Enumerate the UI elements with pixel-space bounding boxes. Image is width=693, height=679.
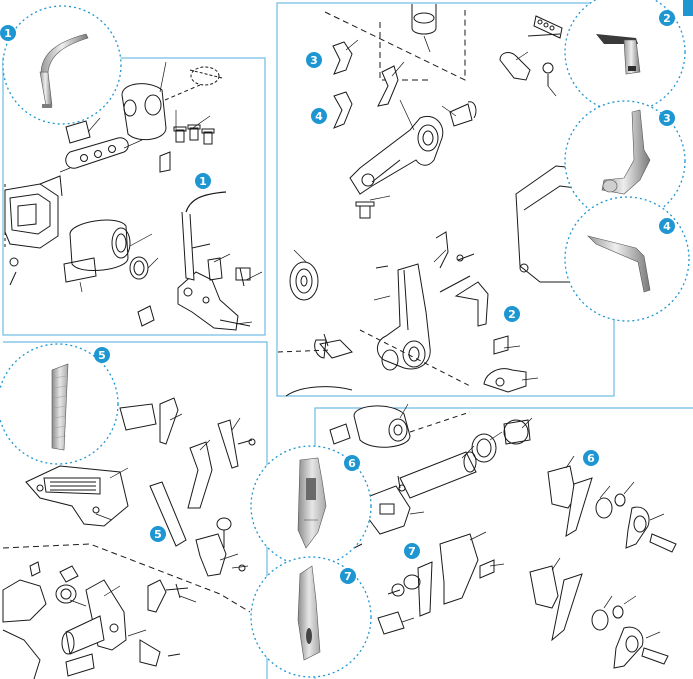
badge-3-diagram-label: 3 (310, 54, 318, 67)
lower-knife-zoom-image (297, 565, 321, 661)
screw-set (159, 124, 215, 173)
callout-4-chain-stitch-looper: 4 4 (311, 108, 690, 322)
edge-tab (683, 0, 693, 16)
panel-bottom-left (3, 341, 268, 679)
leader-lines-panel-3 (69, 413, 249, 637)
panel-top-left (2, 57, 266, 336)
callout-6-lower-knife-holder: 6 6 (250, 445, 599, 567)
leader-lines-panel-4 (399, 403, 665, 639)
badge-5-zoom-label: 5 (98, 349, 106, 362)
badge-4-zoom-label: 4 (663, 220, 671, 233)
group-upper-knife-assembly (2, 397, 256, 679)
upper-looper-zoom-image (596, 34, 641, 75)
badge-7-zoom-label: 7 (344, 570, 352, 583)
badge-4-diagram-label: 4 (315, 110, 323, 123)
badge-7-diagram-label: 7 (408, 545, 416, 558)
group-upper-looper-assembly (277, 4, 613, 397)
callout-5-upper-knife: 5 5 (0, 343, 166, 542)
badge-1-zoom-label: 1 (4, 27, 12, 40)
leader-lines-panel-1 (59, 61, 263, 325)
callout-3-double-chain-looper: 3 3 (306, 52, 686, 222)
leader-lines-panel-2 (293, 39, 557, 381)
group-lower-looper-assembly (4, 66, 251, 331)
badge-6-zoom-label: 6 (348, 457, 356, 470)
badge-1-diagram-label: 1 (199, 175, 207, 188)
badge-6-diagram-label: 6 (587, 452, 595, 465)
callout-2-upper-looper: 2 2 (504, 0, 686, 322)
upper-knife-zoom-image (51, 363, 69, 451)
chain-stitch-looper-zoom-image (587, 235, 651, 293)
badge-5-diagram-label: 5 (154, 528, 162, 541)
callout-1-lower-looper: 1 1 (0, 5, 211, 189)
callout-7-lower-knife: 7 7 (250, 543, 420, 678)
lower-looper-zoom-image (39, 33, 89, 108)
thread-guide-cluster (533, 15, 563, 39)
badge-2-diagram-label: 2 (508, 308, 516, 321)
badge-3-zoom-label: 3 (663, 112, 671, 125)
double-chain-looper-zoom-image (601, 109, 651, 195)
group-lower-knife-assembly (329, 405, 677, 669)
lower-knife-holder-zoom-image (297, 457, 327, 549)
badge-2-zoom-label: 2 (663, 12, 671, 25)
